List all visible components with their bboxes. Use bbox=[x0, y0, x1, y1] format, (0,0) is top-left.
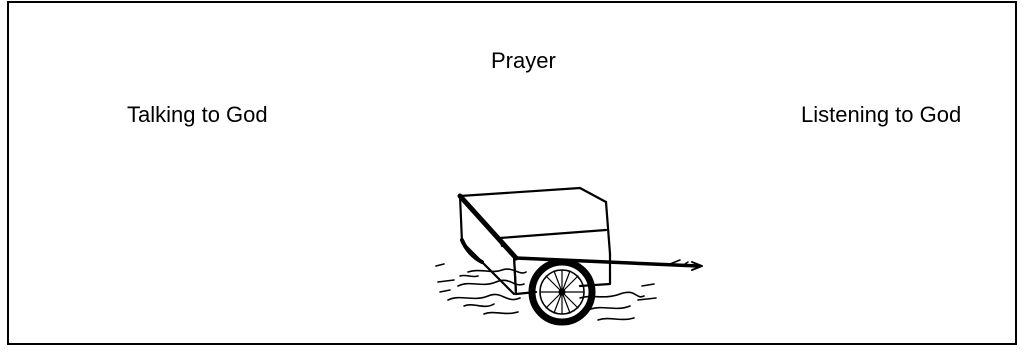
cart-wheel bbox=[532, 262, 592, 322]
diagram-title: Prayer bbox=[491, 50, 556, 72]
listening-label: Listening to God bbox=[801, 104, 961, 126]
talking-label: Talking to God bbox=[127, 104, 268, 126]
cart-illustration bbox=[430, 182, 710, 328]
